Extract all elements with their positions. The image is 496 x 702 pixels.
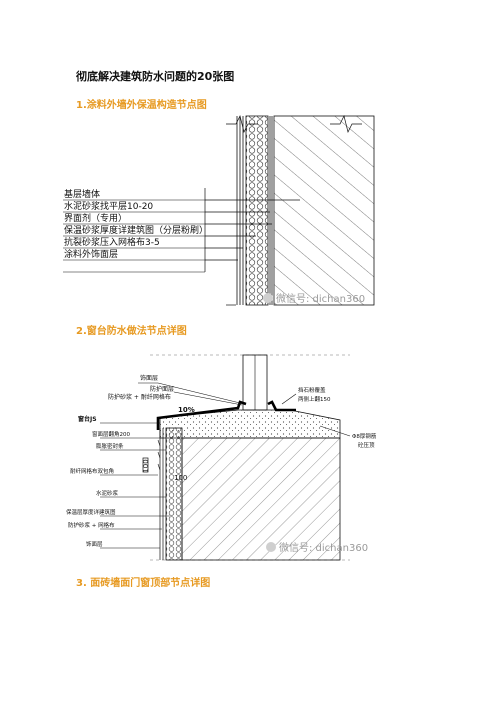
section-1-heading: 1.涂料外墙外保温构造节点图 — [76, 100, 207, 111]
wechat-logo-icon — [263, 293, 273, 303]
layer-label: 水泥砂浆找平层10-20 — [64, 200, 153, 212]
layer-label: 基层墙体 — [64, 188, 100, 200]
section-3-heading: 3. 面砖墙面门窗顶部节点详图 — [76, 578, 211, 589]
callout-label: 两侧上翻150 — [298, 395, 331, 403]
layer-label: 抗裂砂浆压入网格布3-5 — [64, 236, 160, 248]
callout-label: 窗面层翻角200 — [92, 430, 130, 438]
callout-label: 水泥砂浆 — [96, 489, 119, 497]
callout-label: 窗台JS — [78, 415, 97, 423]
layer-label: 保温砂浆厚度详建筑图（分层粉刷） — [64, 224, 208, 236]
insulation-layer — [245, 115, 269, 306]
callout-label: 饰面层 — [86, 540, 103, 548]
figure-1-wall-insulation-detail: 基层墙体 水泥砂浆找平层10-20 界面剂（专用） 保温砂浆厚度详建筑图（分层粉… — [63, 114, 375, 306]
callout-label: 挡石粉覆盖 — [298, 386, 326, 394]
callout-label: 耐纤网格布双包角 — [70, 467, 114, 475]
layer-label: 界面剂（专用） — [64, 212, 127, 224]
waterproof-membrane — [156, 400, 247, 430]
callout-label: Φ8厚钢筋 — [352, 432, 377, 440]
callout-label: 饰面层 — [140, 374, 158, 382]
insulation-layer — [165, 427, 183, 561]
callout-label: 防护砂浆 + 网格布 — [68, 521, 115, 529]
callout-label: 保温层厚度详建筑图 — [66, 508, 116, 516]
dimension-label: 100 — [142, 459, 150, 472]
watermark: 微信号: dichan360 — [276, 292, 365, 305]
page-title: 彻底解决建筑防水问题的20张图 — [76, 70, 235, 83]
layer-labels: 基层墙体 水泥砂浆找平层10-20 界面剂（专用） 保温砂浆厚度详建筑图（分层粉… — [63, 188, 208, 273]
wall-body — [181, 437, 341, 561]
dimension-label: 100 — [174, 474, 187, 482]
callout-label: 防护砂浆 + 耐纤网格布 — [108, 393, 171, 401]
callout-label: 砼压顶 — [358, 441, 375, 449]
wechat-logo-icon — [266, 542, 276, 552]
callout-label: 膨胀密封条 — [96, 442, 124, 450]
callout-label: 防护面层 — [150, 385, 174, 393]
watermark: 微信号: dichan360 — [279, 541, 368, 554]
section-2-heading: 2.窗台防水做法节点详图 — [76, 326, 187, 337]
layer-label: 涂料外饰面层 — [64, 248, 118, 260]
slope-label: 10% — [178, 406, 195, 414]
base-wall — [273, 115, 375, 306]
figure-2-window-sill-detail: 100 100 10% 饰面层 防护面层 防护砂浆 + 耐纤网格布 窗台JS 窗… — [66, 354, 377, 561]
